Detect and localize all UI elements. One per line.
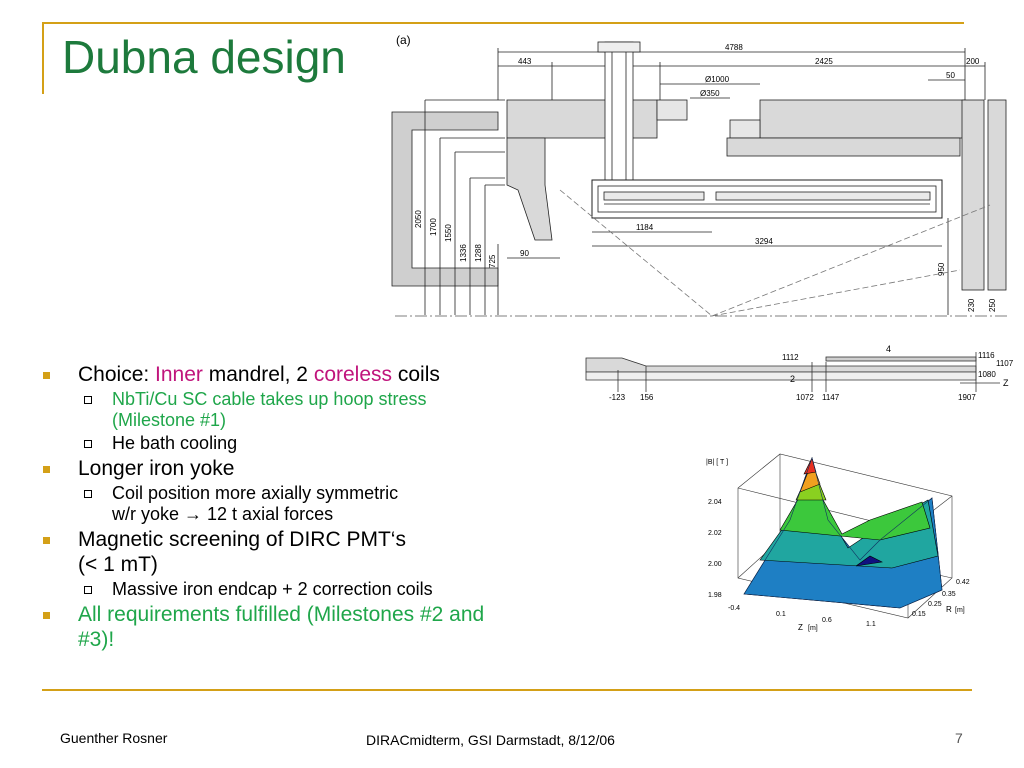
dim-phi350: Ø350 — [700, 89, 720, 98]
slide-title: Dubna design — [62, 31, 346, 83]
field-surface-plot: |B| [ T ] 2.04 2.02 2.00 1.98 -0.4 0.1 0… — [706, 453, 970, 632]
plot-x-tick-06: 0.6 — [822, 617, 832, 624]
footer-rule — [42, 689, 972, 691]
sub-bullet-cooling: He bath cooling — [40, 433, 585, 454]
dim-90: 90 — [520, 249, 529, 258]
footer-event: DIRACmidterm, GSI Darmstadt, 8/12/06 — [366, 732, 615, 748]
plot-x-tick-neg04: -0.4 — [728, 605, 740, 612]
dim-200: 200 — [966, 57, 980, 66]
dim-1288: 1288 — [474, 244, 483, 262]
bullet-choice: Choice: Inner mandrel, 2 coreless coils — [40, 362, 585, 387]
plot-r-tick-042: 0.42 — [956, 579, 970, 586]
panel-label: (a) — [396, 33, 411, 47]
dim-1550: 1550 — [444, 224, 453, 242]
coil-tick-1072: 1072 — [796, 393, 814, 402]
plot-z-label: |B| [ T ] — [706, 459, 728, 466]
dim-443: 443 — [518, 57, 532, 66]
page-number: 7 — [955, 730, 963, 746]
plot-x-label: Z — [798, 623, 803, 632]
coil-tick-neg123: -123 — [609, 393, 626, 402]
coil-label-1107: 1107 — [996, 359, 1014, 368]
coil-marker-2: 2 — [790, 374, 795, 384]
highlight-inner: Inner — [155, 363, 203, 386]
dim-1184: 1184 — [636, 223, 654, 232]
plot-r-unit: [m] — [955, 607, 965, 614]
dim-230: 230 — [967, 298, 976, 312]
sub-bullet-cable: NbTi/Cu SC cable takes up hoop stress(Mi… — [40, 389, 585, 431]
dim-1700: 1700 — [429, 218, 438, 236]
coil-layout-sketch: 1112 1116 1107 1080 4 2 Z -123 156 1072 … — [585, 344, 1014, 402]
sub-bullet-endcap: Massive iron endcap + 2 correction coils — [40, 579, 585, 600]
dim-250: 250 — [988, 298, 997, 312]
plot-x-unit: [m] — [808, 625, 818, 632]
coil-label-1112: 1112 — [782, 353, 799, 362]
coil-label-1080: 1080 — [978, 370, 996, 379]
plot-r-tick-025: 0.25 — [928, 601, 942, 608]
title-rule — [42, 22, 964, 24]
plot-z-tick-200: 2.00 — [708, 561, 722, 568]
footer-author: Guenther Rosner — [60, 730, 168, 746]
plot-x-tick-01: 0.1 — [776, 611, 786, 618]
dim-phi1000: Ø1000 — [705, 75, 730, 84]
dim-950: 950 — [937, 262, 946, 276]
coil-marker-4: 4 — [886, 344, 891, 354]
plot-r-tick-035: 0.35 — [942, 591, 956, 598]
bullet-list: Choice: Inner mandrel, 2 coreless coils … — [40, 360, 585, 654]
plot-z-tick-198: 1.98 — [708, 592, 722, 599]
magnet-cross-section-drawing: (a) 4788 443 1520 2425 200 50 Ø1000 Ø350… — [391, 33, 1010, 317]
plot-x-tick-11: 1.1 — [866, 621, 876, 628]
coil-tick-1147: 1147 — [822, 393, 840, 402]
highlight-coreless: coreless — [313, 363, 393, 386]
coil-tick-1907: 1907 — [958, 393, 976, 402]
plot-r-tick-015: 0.15 — [912, 611, 926, 618]
coil-label-1116: 1116 — [978, 351, 995, 360]
dim-2425: 2425 — [815, 57, 833, 66]
plot-z-tick-202: 2.02 — [708, 530, 722, 537]
coil-tick-156: 156 — [640, 393, 654, 402]
dim-2050: 2050 — [414, 210, 423, 228]
bullet-yoke: Longer iron yoke — [40, 456, 585, 481]
bullet-screening: Magnetic screening of DIRC PMT‘s(< 1 mT) — [40, 527, 585, 577]
coil-axis-z: Z — [1003, 378, 1009, 388]
plot-z-tick-204: 2.04 — [708, 499, 722, 506]
plot-r-label: R — [946, 605, 952, 614]
title-accent-bar — [42, 22, 44, 94]
dim-3294: 3294 — [755, 237, 773, 246]
arrow-icon: → — [184, 504, 203, 524]
bullet-requirements: All requirements fulfilled (Milestones #… — [40, 602, 585, 652]
dim-725: 725 — [488, 254, 497, 268]
dim-1336: 1336 — [459, 244, 468, 262]
dim-50: 50 — [946, 71, 955, 80]
dim-total: 4788 — [725, 43, 743, 52]
